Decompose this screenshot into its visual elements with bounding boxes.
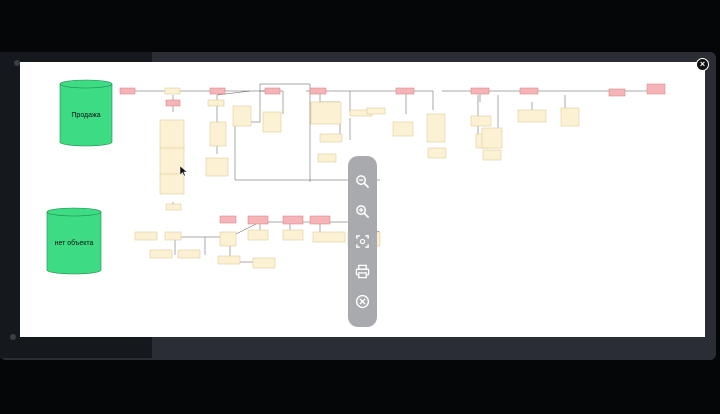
zoom-in-icon <box>356 205 370 219</box>
connector-line <box>406 90 434 110</box>
flowchart-node-highlighted <box>165 99 181 107</box>
flowchart-node-highlighted <box>219 215 237 224</box>
flowchart-node <box>312 231 346 243</box>
flowchart-node-highlighted <box>282 215 304 225</box>
connector-line <box>216 90 251 96</box>
zoom-in-button[interactable] <box>353 202 372 221</box>
cylinder-label: нет объекта <box>55 239 94 247</box>
close-circle-icon <box>355 294 370 309</box>
flowchart-node <box>482 149 502 161</box>
flowchart-node <box>219 231 237 247</box>
flowchart-node-highlighted <box>470 87 490 95</box>
flowchart-node <box>247 229 269 241</box>
connector-line <box>259 83 311 182</box>
flowchart-node <box>317 153 337 163</box>
flowchart-node <box>517 109 547 123</box>
flowchart-node <box>232 105 252 127</box>
flowchart-node <box>134 231 158 241</box>
flowchart-node <box>427 147 447 159</box>
flowchart-canvas[interactable]: Продажа нет объекта <box>20 62 705 337</box>
zoom-out-button[interactable] <box>353 172 372 191</box>
cylinder-body <box>46 211 102 275</box>
flowchart-node <box>165 203 182 211</box>
flowchart-node <box>164 231 182 241</box>
flowchart-node <box>560 107 580 127</box>
flowchart-node <box>252 257 276 269</box>
print-button[interactable] <box>353 262 372 281</box>
flowchart-node <box>392 121 414 137</box>
flowchart-node-highlighted <box>608 88 626 97</box>
flowchart-node <box>159 119 185 151</box>
flowchart-node-highlighted <box>519 87 539 95</box>
flowchart-node <box>319 133 343 143</box>
flowchart-node-highlighted <box>395 87 415 95</box>
flowchart-node <box>366 107 386 115</box>
print-icon <box>355 264 370 279</box>
close-modal-button[interactable]: × <box>696 58 709 71</box>
flowchart-node <box>205 157 229 177</box>
zoom-out-icon <box>356 175 370 189</box>
flowchart-node-highlighted <box>209 87 226 95</box>
flowchart-node <box>149 249 173 259</box>
flowchart-node <box>177 249 201 259</box>
flowchart-node-highlighted <box>247 215 269 225</box>
flowchart-node <box>159 173 185 195</box>
flowchart-node <box>164 87 181 95</box>
flowchart-node <box>217 255 241 265</box>
mouse-cursor-icon <box>179 165 188 177</box>
cylinder-label: Продажа <box>71 112 100 119</box>
flowchart-node <box>282 229 304 241</box>
cylinder-top <box>46 207 102 217</box>
flowchart-node <box>310 101 342 125</box>
fit-screen-icon <box>356 235 369 248</box>
flowchart-node <box>481 127 503 149</box>
fit-screen-button[interactable] <box>353 232 372 251</box>
cylinder-top <box>59 79 113 89</box>
close-viewer-button[interactable] <box>353 292 372 311</box>
sidebar-dot-icon <box>14 60 20 66</box>
cylinder-body <box>59 83 113 147</box>
flowchart-node <box>207 99 225 107</box>
flowchart-node <box>426 113 446 143</box>
flowchart-node <box>209 121 227 147</box>
flowchart-node-highlighted <box>264 87 281 95</box>
flowchart-node-highlighted <box>646 83 666 95</box>
flowchart-node-highlighted <box>309 87 327 95</box>
flowchart-node-highlighted <box>309 215 331 225</box>
viewer-toolbar <box>348 156 377 327</box>
flowchart-node-highlighted <box>119 87 136 95</box>
flowchart-node <box>262 111 282 133</box>
flowchart-node <box>470 115 492 127</box>
avatar-icon <box>10 334 16 340</box>
